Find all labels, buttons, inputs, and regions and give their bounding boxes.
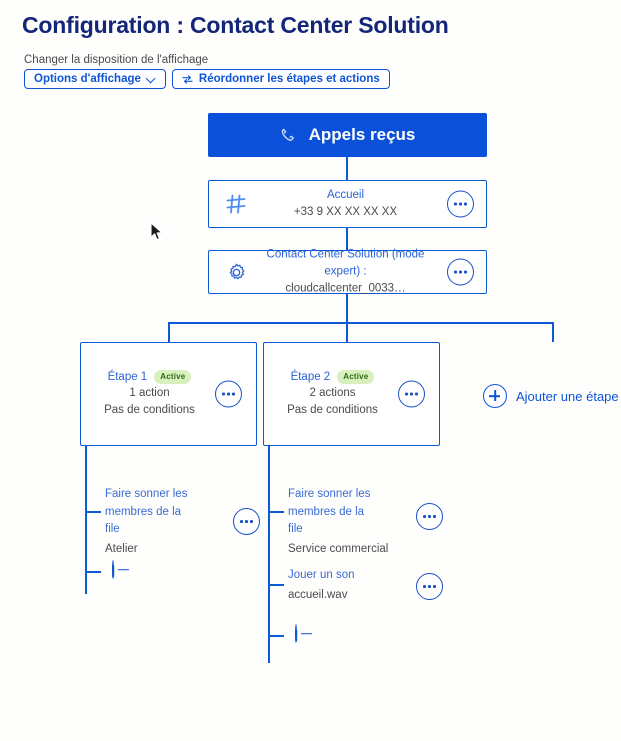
step-2-action-2-detail: accueil.wav xyxy=(288,588,348,601)
plus-circle-icon xyxy=(112,560,114,579)
node-ccs-text: Contact Center Solution (mode expert) : … xyxy=(259,247,432,298)
display-options-label: Options d'affichage xyxy=(34,73,141,85)
plus-circle-icon xyxy=(483,384,507,408)
connector-step2-action2-stub xyxy=(268,584,284,586)
step-2-action-2-title: Jouer un son xyxy=(288,569,355,581)
page-title: Configuration : Contact Center Solution xyxy=(22,12,449,38)
display-options-button[interactable]: Options d'affichage xyxy=(24,69,166,89)
chevron-down-icon xyxy=(147,75,156,84)
step-2-conditions: Pas de conditions xyxy=(287,404,378,416)
step-2-action-2[interactable]: Jouer un son accueil.wav xyxy=(288,567,443,604)
phone-icon xyxy=(280,127,297,144)
step-card-1[interactable]: Étape 1 Active 1 action Pas de condition… xyxy=(80,342,257,446)
mouse-cursor xyxy=(150,222,164,242)
step-2-actions-count: 2 actions xyxy=(309,387,356,399)
reorder-label: Réordonner les étapes et actions xyxy=(198,73,380,85)
node-accueil-number: +33 9 XX XX XX XX xyxy=(293,206,398,218)
step-2-name: Étape 2 xyxy=(290,371,331,383)
connector-bar-to-addstep xyxy=(552,322,554,342)
step-1-actions-count: 1 action xyxy=(129,387,170,399)
node-ccs-more-button[interactable] xyxy=(447,258,474,286)
step-2-content: Étape 2 Active 2 actions Pas de conditio… xyxy=(272,369,393,419)
reorder-steps-button[interactable]: Réordonner les étapes et actions xyxy=(171,69,390,89)
flow-entry-label: Appels reçus xyxy=(308,125,416,144)
toolbar: Options d'affichage Réordonner les étape… xyxy=(24,69,390,89)
step-2-action-1-detail: Service commercial xyxy=(288,542,389,555)
connector-step1-action1-stub xyxy=(85,511,101,513)
step-2-more-button[interactable] xyxy=(398,380,425,408)
step-1-more-button[interactable] xyxy=(215,380,242,408)
step-1-conditions: Pas de conditions xyxy=(104,404,195,416)
step-1-add-action-button[interactable] xyxy=(112,560,114,579)
display-layout-label: Changer la disposition de l'affichage xyxy=(24,54,209,66)
step-2-action-1-title: Faire sonner les membres de la file xyxy=(288,488,371,535)
flow-entry-node[interactable]: Appels reçus xyxy=(208,113,487,157)
connector-step2-add-stub xyxy=(268,635,284,637)
step-2-action-1[interactable]: Faire sonner les membres de la file Serv… xyxy=(288,486,443,558)
plus-circle-icon xyxy=(295,624,297,643)
step-2-action-1-more-button[interactable] xyxy=(416,503,443,530)
connector-branch-bar xyxy=(168,322,554,324)
step-1-status-badge: Active xyxy=(154,370,192,384)
node-accueil[interactable]: Accueil +33 9 XX XX XX XX xyxy=(208,180,487,228)
step-card-2[interactable]: Étape 2 Active 2 actions Pas de conditio… xyxy=(263,342,440,446)
connector-step2-action1-stub xyxy=(268,511,284,513)
step-2-header: Étape 2 Active xyxy=(272,369,393,385)
step-1-header: Étape 1 Active xyxy=(89,369,210,385)
connector-accueil-to-ccs xyxy=(346,228,348,250)
add-step-label: Ajouter une étape xyxy=(516,388,619,404)
node-ccs-detail: cloudcallcenter_0033… xyxy=(285,282,406,295)
connector-step1-add-stub xyxy=(85,571,101,573)
node-accueil-text: Accueil +33 9 XX XX XX XX xyxy=(259,187,432,221)
node-accueil-more-button[interactable] xyxy=(447,190,474,218)
reorder-icon xyxy=(182,74,193,85)
step-2-add-action-button[interactable] xyxy=(295,624,297,643)
add-step-button[interactable]: Ajouter une étape xyxy=(483,384,619,408)
step-1-name: Étape 1 xyxy=(107,371,148,383)
gear-icon xyxy=(223,259,249,285)
step-1-action-1-more-button[interactable] xyxy=(233,508,260,535)
connector-step2-rail xyxy=(268,446,270,663)
node-ccs-title: Contact Center Solution (mode expert) : xyxy=(266,248,425,278)
connector-entry-to-accueil xyxy=(346,157,348,180)
step-1-content: Étape 1 Active 1 action Pas de condition… xyxy=(89,369,210,419)
connector-step1-rail xyxy=(85,446,87,594)
step-1-action-1[interactable]: Faire sonner les membres de la file Atel… xyxy=(105,486,260,558)
connector-bar-to-step1 xyxy=(168,322,170,342)
step-2-status-badge: Active xyxy=(337,370,375,384)
step-1-action-1-detail: Atelier xyxy=(105,542,138,555)
step-2-action-2-more-button[interactable] xyxy=(416,573,443,600)
node-accueil-title: Accueil xyxy=(326,189,365,201)
keypad-icon xyxy=(223,191,249,217)
node-contact-center-solution[interactable]: Contact Center Solution (mode expert) : … xyxy=(208,249,487,295)
connector-ccs-trunk xyxy=(346,294,348,342)
step-1-action-1-title: Faire sonner les membres de la file xyxy=(105,488,188,535)
